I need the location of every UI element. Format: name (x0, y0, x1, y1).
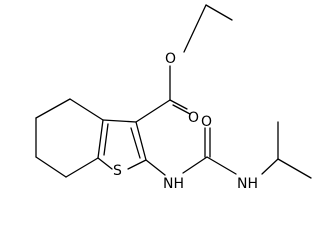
atom-s-ring: S (113, 163, 122, 179)
bond-ester-co-2 (172, 104, 191, 115)
atom-nh-left: NH (163, 176, 184, 192)
bond-c3-c2 (135, 121, 147, 161)
bond-c7a-c3a-inner (103, 123, 109, 156)
atom-nh-right: NH (237, 176, 258, 192)
molecule-drawing: O O O S NH NH (35, 4, 312, 192)
bond-ethyl-ch3 (205, 4, 233, 21)
bond-urea-c-nh (206, 156, 237, 175)
bond-c2-s (127, 159, 147, 170)
bond-c3a-c4 (69, 98, 104, 121)
atom-o-carbonyl-ester: O (188, 110, 199, 126)
bond-c7-c7a (65, 157, 99, 178)
bond-ethyl-ch2 (183, 4, 207, 53)
bond-ester-co-1 (169, 99, 188, 110)
bond-c-c3 (135, 99, 171, 123)
bond-c6-c7 (35, 156, 67, 178)
bond-s-c7a (97, 157, 113, 170)
atom-o-urea: O (201, 114, 212, 130)
bond-c7a-c3a (97, 119, 104, 159)
chemical-structure-diagram: O O O S NH NH (35, 4, 312, 192)
bond-nh-urea-c (182, 156, 208, 174)
bond-nh-ch (261, 158, 279, 175)
bond-ch-ch3-right (277, 158, 312, 179)
bond-c3-c2-inner (130, 127, 141, 159)
bond-c2-nh (145, 159, 166, 176)
atom-o-ester-single: O (165, 51, 176, 67)
bond-c3a-c3 (102, 119, 137, 123)
bond-c4-c5 (35, 98, 71, 119)
